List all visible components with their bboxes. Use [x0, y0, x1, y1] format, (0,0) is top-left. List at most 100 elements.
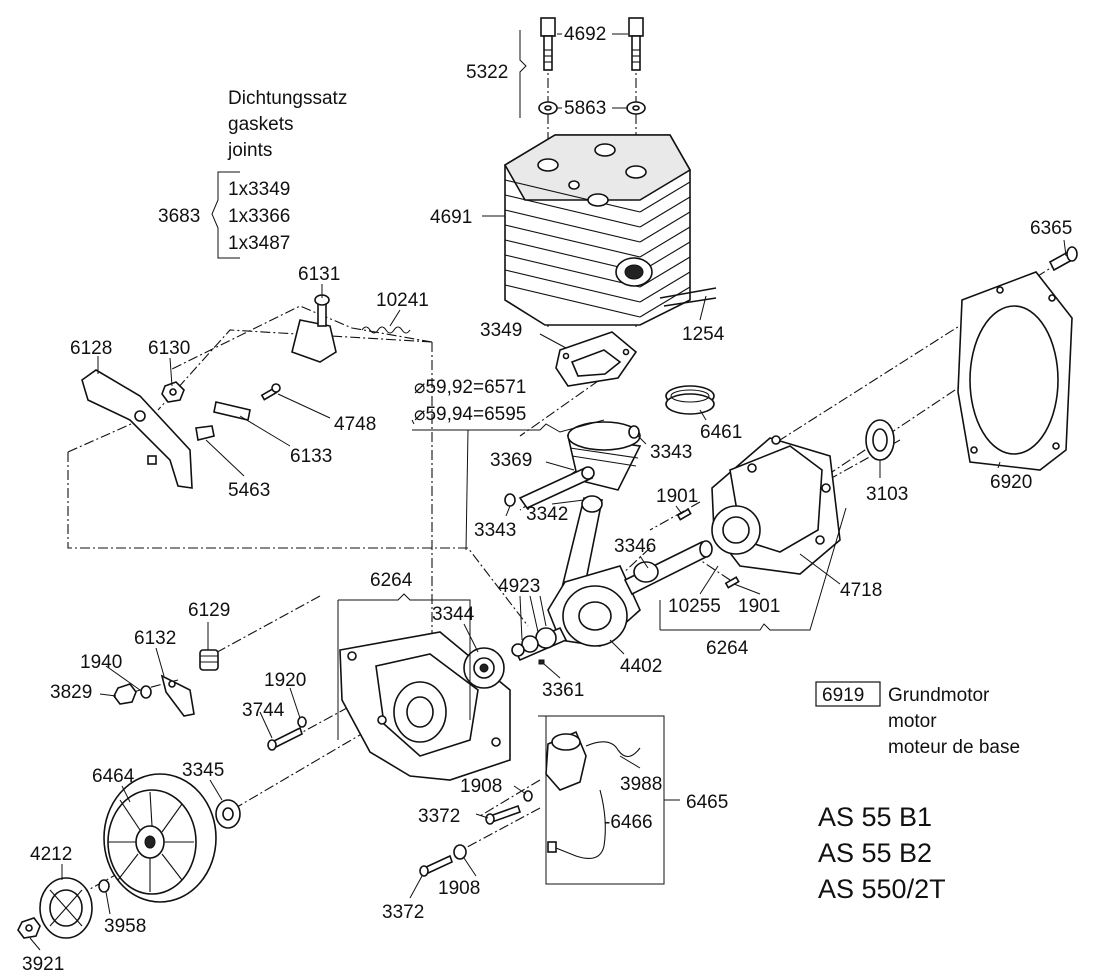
- washer-pair: [538, 101, 646, 115]
- label-10255: 10255: [668, 596, 721, 617]
- fan-wheel: [103, 773, 217, 903]
- washer-1908b: [453, 844, 467, 860]
- base-engine-name-de: Grundmotor: [888, 685, 990, 706]
- label-1908-bottom: 1908: [438, 878, 480, 899]
- screw-6365: [1048, 246, 1078, 272]
- gasket-set-item: 1x3349: [228, 179, 290, 200]
- label-4691: 4691: [430, 207, 472, 228]
- bracket-6132: [160, 674, 195, 717]
- label-3361: 3361: [542, 680, 584, 701]
- label-3372-top: 3372: [418, 806, 460, 827]
- label-4692: 4692: [564, 24, 606, 45]
- piston: [518, 421, 642, 510]
- gasket-set-title-fr: joints: [227, 140, 272, 161]
- cylinder-gasket: [555, 331, 638, 387]
- label-3344: 3344: [432, 604, 475, 625]
- shaft-seal: [865, 419, 895, 461]
- crankcase-right: [711, 435, 841, 575]
- base-engine-legend: 6919 Grundmotor motor moteur de base: [815, 681, 1020, 758]
- circlip-pair: [504, 425, 640, 507]
- lever-6131: [291, 294, 337, 363]
- label-10241: 10241: [376, 290, 429, 311]
- nut-6130: [161, 381, 185, 403]
- piston-size-1: ⌀59,92=6571: [414, 377, 526, 398]
- flange-gasket: [957, 271, 1073, 471]
- group-brackets: [211, 30, 847, 885]
- label-3829: 3829: [50, 682, 92, 703]
- label-6464: 6464: [92, 766, 135, 787]
- crankshaft: [511, 495, 713, 665]
- label-3988: 3988: [620, 774, 662, 795]
- label-4212: 4212: [30, 844, 72, 865]
- label-4402: 4402: [620, 656, 662, 677]
- label-6461: 6461: [700, 422, 742, 443]
- label-6132: 6132: [134, 628, 176, 649]
- label-3921: 3921: [22, 954, 64, 975]
- piston-rings: [665, 385, 715, 415]
- base-engine-number: 6919: [822, 685, 864, 706]
- label-3343-top: 3343: [650, 442, 692, 463]
- label-6365: 6365: [1030, 218, 1072, 239]
- label-5863: 5863: [564, 98, 606, 119]
- base-engine-name-en: motor: [888, 711, 937, 732]
- label-1940: 1940: [80, 652, 122, 673]
- label-4923: 4923: [498, 576, 540, 597]
- cylinder-bolt-right: [628, 17, 644, 71]
- piston-size-2: ⌀59,94=6595: [414, 404, 526, 425]
- washer-1908a: [523, 790, 533, 802]
- label-6920: 6920: [990, 472, 1032, 493]
- label-6129: 6129: [188, 600, 230, 621]
- label-6466: -6466: [604, 812, 653, 833]
- small-pins-1901: [676, 508, 740, 589]
- screw-4748: [260, 383, 281, 401]
- label-6133: 6133: [290, 446, 332, 467]
- model-list: AS 55 B1 AS 55 B2 AS 550/2T: [818, 802, 946, 904]
- model-name: AS 55 B2: [818, 838, 932, 868]
- label-1920: 1920: [264, 670, 306, 691]
- gasket-set-title-de: Dichtungssatz: [228, 88, 347, 109]
- label-3103: 3103: [866, 484, 908, 505]
- washer-3958: [98, 879, 110, 893]
- label-6264-right: 6264: [706, 638, 749, 659]
- screw-3372a: [485, 804, 522, 825]
- label-3369: 3369: [490, 450, 532, 471]
- clip-5463: [195, 425, 215, 441]
- label-1901-bottom: 1901: [738, 596, 780, 617]
- label-3372-bottom: 3372: [382, 902, 424, 923]
- label-6264-left: 6264: [370, 570, 413, 591]
- label-1908-top: 1908: [460, 776, 502, 797]
- starter-cup-4212: [39, 877, 93, 939]
- label-6128: 6128: [70, 338, 112, 359]
- label-3342: 3342: [526, 504, 568, 525]
- screw-3372b: [419, 854, 453, 877]
- model-name: AS 550/2T: [818, 874, 946, 904]
- label-4748: 4748: [334, 414, 376, 435]
- washer-1920: [297, 716, 307, 728]
- washer-1940: [140, 685, 152, 699]
- clip-6133: [213, 401, 251, 421]
- cylinder-bolt-left: [540, 17, 556, 71]
- labels: 4692 5322 5863 4691 6365 1254 3349 Dicht…: [22, 24, 1072, 975]
- label-1901-top: 1901: [656, 486, 698, 507]
- screw-3744: [267, 726, 303, 751]
- label-1254: 1254: [682, 324, 725, 345]
- label-3349: 3349: [480, 320, 522, 341]
- label-5322: 5322: [466, 62, 508, 83]
- label-3744: 3744: [242, 700, 285, 721]
- gasket-set-number: 3683: [158, 206, 200, 227]
- label-4718: 4718: [840, 580, 882, 601]
- gasket-set-title-en: gaskets: [228, 114, 293, 135]
- ignition-coil: [545, 730, 641, 859]
- label-6465: 6465: [686, 792, 728, 813]
- label-3343-bottom: 3343: [474, 520, 516, 541]
- label-5463: 5463: [228, 480, 270, 501]
- base-engine-name-fr: moteur de base: [888, 737, 1020, 758]
- gasket-set-item: 1x3487: [228, 233, 290, 254]
- dowel-pins: [659, 287, 717, 307]
- throttle-bracket: [81, 369, 193, 489]
- nut-3921: [17, 917, 41, 939]
- label-6131: 6131: [298, 264, 340, 285]
- bearing-3344: [463, 647, 505, 689]
- nut-3829: [113, 683, 137, 705]
